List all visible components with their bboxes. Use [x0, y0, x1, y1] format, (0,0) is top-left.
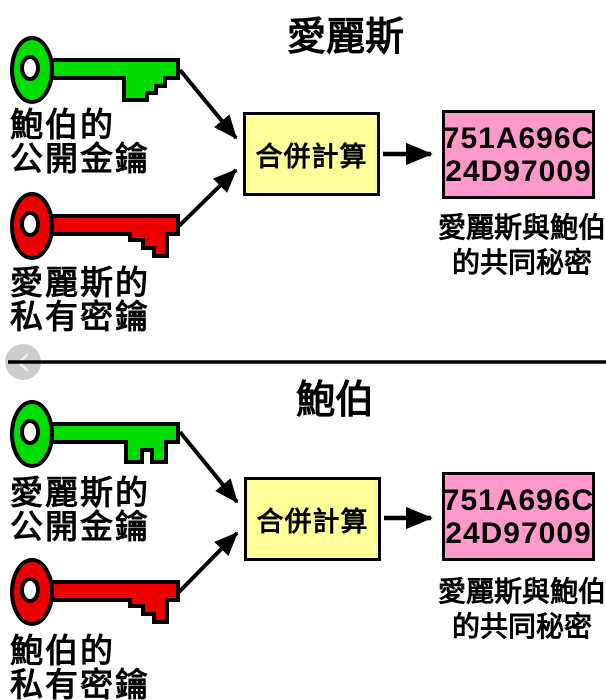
private-key-label: 愛麗斯的 私有密鑰: [10, 264, 150, 335]
shared-secret-caption: 愛麗斯與鮑伯 的共同秘密: [437, 212, 606, 278]
green-key-icon: [10, 36, 180, 104]
private-key-label: 鮑伯的 私有密鑰: [10, 632, 150, 700]
arrow-private-to-compute: [177, 531, 239, 594]
panel-title: 鮑伯: [296, 379, 375, 422]
compute-box: 合併計算: [244, 477, 381, 561]
red-key-icon: [10, 558, 180, 626]
shared-secret-caption: 愛麗斯與鮑伯 的共同秘密: [437, 576, 606, 642]
arrow-private-to-compute: [177, 168, 238, 228]
arrow-public-to-compute: [178, 68, 238, 140]
public-key-label: 愛麗斯的 公開金鑰: [10, 474, 150, 545]
red-key-icon: [10, 192, 180, 260]
arrow-public-to-compute: [178, 430, 239, 504]
green-key-icon: [10, 400, 180, 468]
shared-secret-box: 751A696C 24D97009: [442, 472, 595, 561]
compute-box: 合併計算: [243, 112, 380, 196]
panel-title: 愛麗斯: [287, 16, 405, 59]
public-key-label: 鮑伯的 公開金鑰: [10, 106, 150, 177]
shared-secret-box: 751A696C 24D97009: [442, 110, 595, 199]
